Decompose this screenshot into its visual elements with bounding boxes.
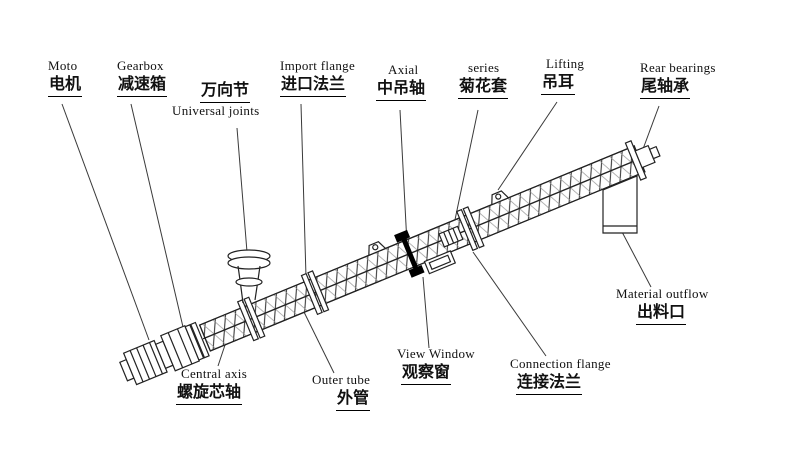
outlet-body	[602, 175, 638, 234]
hanger-bearing-block	[394, 229, 411, 243]
leader-central-axis	[217, 344, 226, 367]
inlet-top-flange-2	[227, 256, 271, 270]
inlet-universal-joint	[227, 249, 271, 304]
sleeve-rib	[447, 229, 455, 244]
label-lifting-en: Lifting	[546, 56, 585, 71]
hanger-bearing-bar	[400, 236, 419, 271]
leader-gearbox	[130, 103, 184, 328]
label-outer-tube-en: Outer tube	[312, 372, 371, 387]
label-import-flange-en: Import flange	[280, 58, 356, 73]
label-outer-tube: Outer tube 外管	[312, 372, 371, 411]
leader-outer-tube	[303, 311, 335, 374]
leader-view-window	[422, 276, 430, 349]
gearbox-rib	[167, 332, 184, 368]
inlet-flange-plate	[236, 299, 260, 342]
label-central-axis-en: Central axis	[181, 366, 248, 381]
leader-material-outflow	[620, 229, 652, 288]
conveyor-assembly	[119, 140, 661, 386]
motor-rib	[129, 350, 144, 383]
label-rear-bearings-zh: 尾轴承	[640, 76, 691, 99]
coupling-flange	[184, 324, 205, 361]
label-import-flange-zh: 进口法兰	[280, 74, 347, 97]
label-motor-en: Moto	[48, 58, 78, 73]
label-rear-bearings-en: Rear bearings	[640, 60, 716, 75]
label-gearbox-en: Gearbox	[117, 58, 164, 73]
leader-connection-flange	[472, 251, 547, 357]
leader-lifting	[497, 101, 558, 191]
label-view-window: View Window 观察窗	[397, 346, 475, 385]
label-view-window-zh: 观察窗	[401, 362, 452, 385]
label-series: series 菊花套	[458, 60, 509, 99]
inlet-flange-plate	[243, 296, 266, 339]
label-lifting: Lifting 吊耳	[541, 56, 584, 95]
label-outer-tube-zh: 外管	[336, 388, 371, 411]
label-connection-flange-zh: 连接法兰	[516, 372, 583, 395]
leader-axial	[399, 109, 408, 245]
label-lifting-zh: 吊耳	[541, 72, 576, 95]
label-gearbox-zh: 减速箱	[117, 74, 168, 97]
label-universal-joints-zh: 万向节	[200, 80, 251, 103]
coupling-flange	[189, 321, 210, 359]
motor-rib	[136, 347, 151, 380]
gearbox-rib	[176, 328, 193, 365]
label-universal-joints-en: Universal joints	[172, 103, 260, 118]
sleeve-rib	[443, 231, 450, 246]
label-axial: Axial 中吊轴	[376, 62, 427, 101]
leader-rear-bearings	[642, 105, 660, 150]
label-gearbox: Gearbox 减速箱	[117, 58, 168, 97]
import-flange-plate	[307, 270, 330, 313]
motor-rib	[148, 342, 164, 375]
lug-hole	[495, 193, 502, 200]
outlet-duct	[602, 175, 638, 234]
label-view-window-en: View Window	[397, 346, 475, 361]
leader-import-flange	[300, 103, 307, 278]
label-material-outflow-zh: 出料口	[636, 302, 687, 325]
leader-motor	[61, 103, 150, 341]
label-central-axis-zh: 螺旋芯轴	[176, 382, 243, 405]
label-rear-bearings: Rear bearings 尾轴承	[640, 60, 716, 99]
label-series-zh: 菊花套	[458, 76, 509, 99]
rear-bearing-cap	[648, 145, 661, 160]
connection-flange-plate	[462, 206, 485, 249]
label-series-en: series	[468, 60, 500, 75]
universal-joint-collar	[235, 277, 263, 287]
label-axial-en: Axial	[388, 62, 419, 77]
central-shaft	[202, 151, 657, 340]
motor-rib	[142, 344, 157, 377]
label-motor-zh: 电机	[48, 74, 83, 97]
label-import-flange: Import flange 进口法兰	[280, 58, 355, 97]
label-material-outflow: Material outflow 出料口	[616, 286, 709, 325]
label-axial-zh: 中吊轴	[376, 78, 427, 101]
leader-lines	[61, 101, 660, 374]
label-connection-flange-en: Connection flange	[510, 356, 611, 371]
label-central-axis: Central axis 螺旋芯轴	[176, 366, 247, 405]
leader-series	[451, 109, 479, 235]
view-window-glass	[428, 254, 452, 271]
leader-universal-joints	[236, 127, 248, 253]
sleeve-rib	[452, 228, 459, 242]
lug-hole	[372, 244, 379, 251]
label-motor: Moto 电机	[48, 58, 83, 97]
label-universal-joints: 万向节 Universal joints	[172, 80, 259, 119]
label-material-outflow-en: Material outflow	[616, 286, 709, 301]
label-connection-flange: Connection flange 连接法兰	[510, 356, 611, 395]
connection-flange-plate	[456, 208, 479, 252]
import-flange-plate	[300, 272, 323, 316]
hanger-bearing-block	[408, 264, 425, 278]
